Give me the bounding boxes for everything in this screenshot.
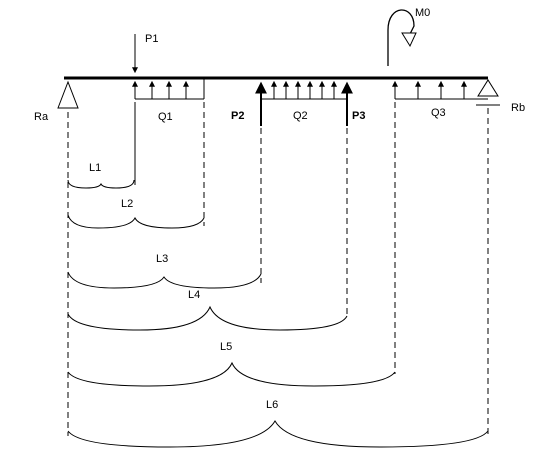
l5-label: L5 <box>220 341 233 353</box>
l4-brace <box>67 305 348 331</box>
l6-brace <box>67 420 489 448</box>
l5-brace <box>67 361 396 387</box>
rb-label: Rb <box>511 102 526 114</box>
p1-label: P1 <box>145 33 159 45</box>
q3-distributed-load <box>392 80 488 100</box>
l4-label: L4 <box>188 289 201 301</box>
right-roller-support <box>477 79 499 97</box>
left-pin-support <box>57 80 79 109</box>
ra-label: Ra <box>34 111 49 123</box>
q1-label: Q1 <box>158 111 173 123</box>
l2-label: L2 <box>121 198 134 210</box>
l1-brace <box>67 179 135 189</box>
l3-label: L3 <box>156 253 169 265</box>
p3-label: P3 <box>352 110 366 122</box>
q1-distributed-load <box>132 78 205 100</box>
m0-label: M0 <box>415 7 431 19</box>
l6-label: L6 <box>266 399 279 411</box>
l2-brace <box>67 214 205 229</box>
m0-moment-arrow <box>387 9 415 66</box>
q2-distributed-load <box>261 80 347 100</box>
q3-label: Q3 <box>431 107 446 119</box>
p2-label: P2 <box>231 110 245 122</box>
l3-brace <box>67 271 262 289</box>
m0-arrowhead <box>401 32 417 48</box>
q2-label: Q2 <box>293 110 308 122</box>
l1-label: L1 <box>89 162 102 174</box>
